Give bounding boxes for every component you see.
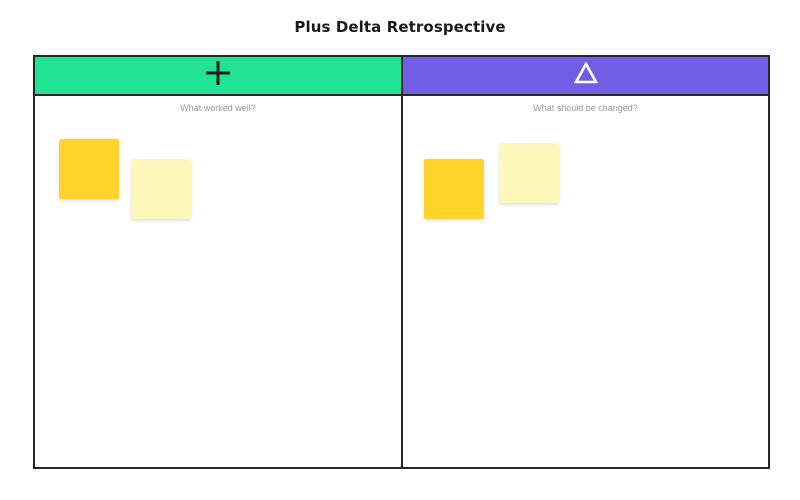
sticky-note[interactable] <box>424 159 484 219</box>
board-title: Plus Delta Retrospective <box>294 18 506 36</box>
delta-column-prompt: What should be changed? <box>533 103 638 113</box>
delta-column: What should be changed? <box>403 57 768 467</box>
sticky-note[interactable] <box>499 143 559 203</box>
sticky-note[interactable] <box>131 159 191 219</box>
triangle-delta-icon <box>573 61 599 90</box>
plus-column-prompt: What worked well? <box>180 103 256 113</box>
sticky-note[interactable] <box>59 139 119 199</box>
plus-column-header <box>35 57 401 96</box>
plus-icon <box>205 60 231 91</box>
plus-delta-board: What worked well? What should be changed… <box>33 55 770 469</box>
plus-column: What worked well? <box>35 57 403 467</box>
delta-column-header <box>403 57 768 96</box>
